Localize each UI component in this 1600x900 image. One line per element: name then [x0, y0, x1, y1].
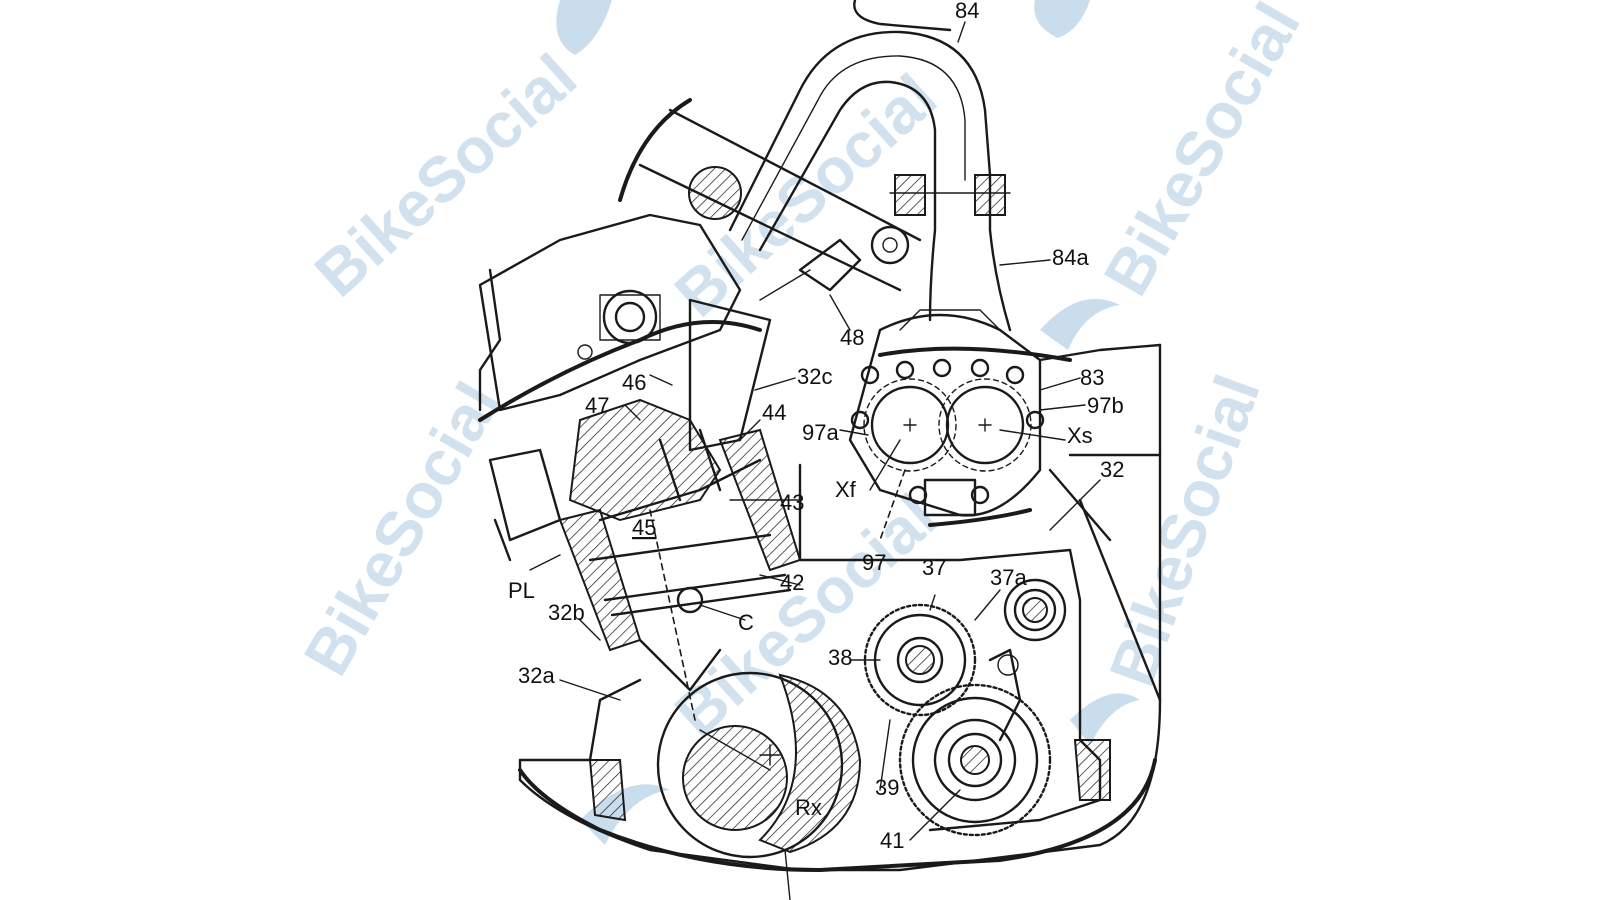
label-97: 97: [862, 550, 886, 575]
label-37: 37: [922, 555, 946, 580]
watermark-drop-icon: [1070, 693, 1140, 745]
label-42: 42: [780, 570, 804, 595]
label-44: 44: [762, 400, 786, 425]
label-Xs: Xs: [1067, 423, 1093, 448]
label-84: 84: [955, 0, 979, 23]
reference-labels: 84 84a 48 83 97b 32c 46 47 44 97a Xs Xf …: [508, 0, 1124, 853]
watermark-drop-icon: [1040, 298, 1120, 350]
leader-lines: [529, 21, 1101, 841]
gear-train: [863, 578, 1067, 837]
label-39: 39: [875, 775, 899, 800]
watermark-text: BikeSocial: [301, 40, 590, 310]
label-C: C: [738, 610, 754, 635]
label-97a: 97a: [802, 420, 839, 445]
label-45: 45: [632, 515, 656, 540]
label-32c: 32c: [797, 364, 832, 389]
label-47: 47: [585, 393, 609, 418]
label-32: 32: [1100, 457, 1124, 482]
label-83: 83: [1080, 365, 1104, 390]
label-84a: 84a: [1052, 245, 1089, 270]
label-97b: 97b: [1087, 393, 1124, 418]
label-Rx: Rx: [795, 795, 822, 820]
frame-tube: [618, 98, 922, 292]
label-43: 43: [780, 490, 804, 515]
label-PL: PL: [508, 578, 535, 603]
label-38: 38: [828, 645, 852, 670]
label-32a: 32a: [518, 663, 555, 688]
label-48: 48: [840, 325, 864, 350]
label-41: 41: [880, 828, 904, 853]
watermark-text: BikeSocial: [1090, 0, 1314, 307]
exhaust-pipe: [728, 0, 1012, 332]
crankcase: [518, 343, 1162, 872]
exhaust-flange: [848, 309, 1072, 541]
label-37a: 37a: [990, 565, 1027, 590]
label-46: 46: [622, 370, 646, 395]
crank-web: [656, 671, 862, 900]
label-Xf: Xf: [835, 477, 857, 502]
watermark-drop-icon: [556, 0, 612, 55]
label-32b: 32b: [548, 600, 585, 625]
watermark-drop-icon: [1034, 0, 1090, 38]
